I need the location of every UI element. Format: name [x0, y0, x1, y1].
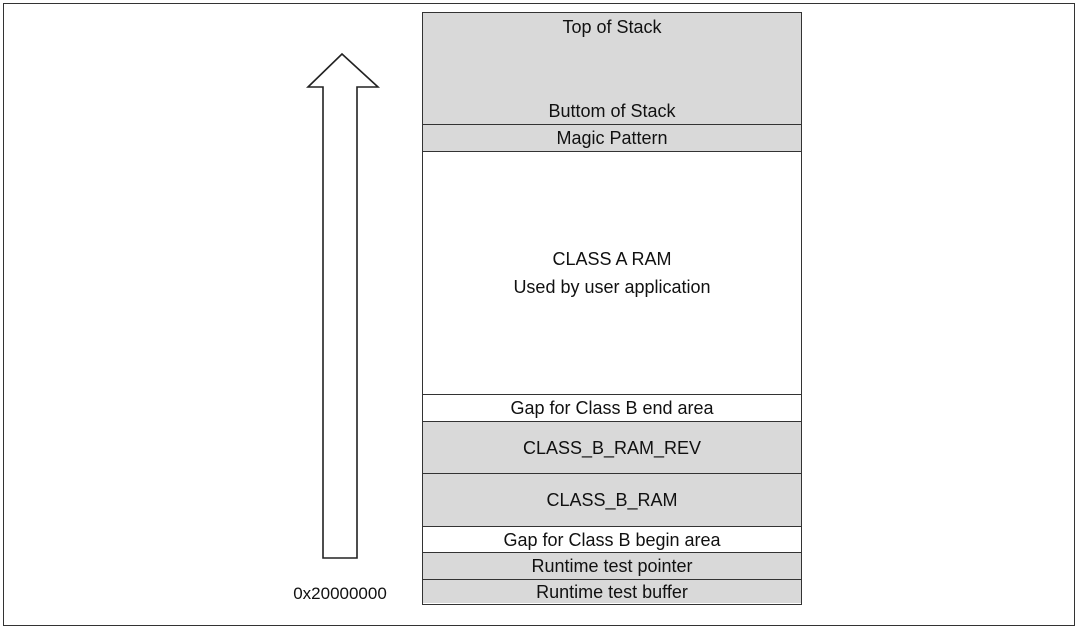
runtime-test-pointer-label: Runtime test pointer	[531, 556, 693, 576]
stack-block: Top of Stack Buttom of Stack	[423, 13, 801, 125]
runtime-test-pointer-block: Runtime test pointer	[423, 553, 801, 580]
class-b-ram-rev-block: CLASS_B_RAM_REV	[423, 422, 801, 474]
class-b-ram-block: CLASS_B_RAM	[423, 474, 801, 527]
address-increase-arrow-icon	[306, 52, 381, 559]
class-a-ram-description: Used by user application	[513, 277, 711, 297]
gap-class-b-begin-label: Gap for Class B begin area	[503, 529, 721, 550]
class-a-ram-label: CLASS A RAM	[552, 249, 672, 269]
class-b-ram-rev-label: CLASS_B_RAM_REV	[522, 437, 702, 458]
memory-map: Top of Stack Buttom of Stack Magic Patte…	[422, 12, 802, 605]
gap-class-b-end-label: Gap for Class B end area	[510, 398, 714, 418]
gap-class-b-begin-block: Gap for Class B begin area	[423, 527, 801, 553]
runtime-test-buffer-block: Runtime test buffer	[423, 580, 801, 603]
runtime-test-buffer-label: Runtime test buffer	[536, 581, 688, 602]
bottom-of-stack-label: Buttom of Stack	[548, 101, 676, 121]
class-b-ram-label: CLASS_B_RAM	[546, 490, 678, 510]
magic-pattern-block: Magic Pattern	[423, 125, 801, 152]
magic-pattern-label: Magic Pattern	[556, 128, 668, 148]
base-address-label: 0x20000000	[293, 584, 387, 603]
class-a-ram-block: CLASS A RAM Used by user application	[423, 152, 801, 395]
top-of-stack-label: Top of Stack	[562, 17, 662, 37]
figure-frame	[3, 3, 1075, 626]
gap-class-b-end-block: Gap for Class B end area	[423, 395, 801, 422]
